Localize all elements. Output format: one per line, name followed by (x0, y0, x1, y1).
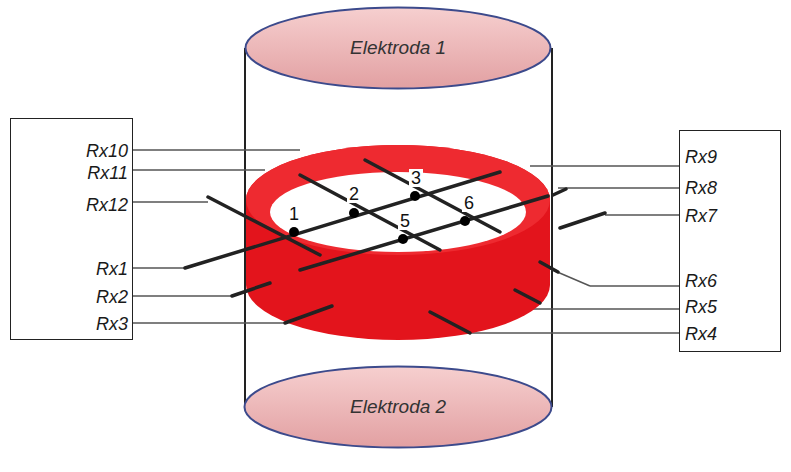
cylinder-wall (244, 48, 246, 407)
receiver-box: Rx9Rx8Rx7Rx6Rx5Rx4 (679, 130, 781, 352)
callout-number: 3 (409, 169, 423, 187)
sensor-ring (246, 145, 550, 340)
receiver-name: Rx5 (685, 297, 717, 317)
receiver-name: Rx6 (685, 271, 717, 291)
electrode-ellipse: Elektroda 2 (243, 365, 553, 449)
receiver-name: Rx12 (86, 195, 128, 215)
callout-number: 1 (287, 205, 301, 223)
receiver-name: Rx3 (96, 314, 128, 334)
receiver-name: Rx2 (96, 287, 128, 307)
sensor-point (289, 191, 470, 244)
receiver-name: Rx1 (96, 259, 128, 279)
callout-number: 6 (462, 194, 476, 212)
callout-number: 2 (347, 185, 361, 203)
receiver-name: Rx9 (685, 147, 717, 167)
electrode-ellipse: Elektroda 1 (244, 6, 552, 90)
electrode-label: Elektroda 2 (350, 397, 446, 417)
receiver-name: Rx10 (86, 141, 128, 161)
receiver-name: Rx7 (685, 206, 717, 226)
receiver-name: Rx8 (685, 178, 717, 198)
callout-number: 5 (398, 212, 412, 230)
receiver-name: Rx11 (87, 163, 128, 183)
receiver-box: Rx10Rx11Rx12Rx1Rx2Rx3 (10, 118, 133, 340)
sensor-rod (185, 160, 605, 333)
electrode-label: Elektroda 1 (350, 38, 446, 58)
cylinder-wall (551, 48, 553, 407)
receiver-name: Rx4 (685, 324, 717, 344)
